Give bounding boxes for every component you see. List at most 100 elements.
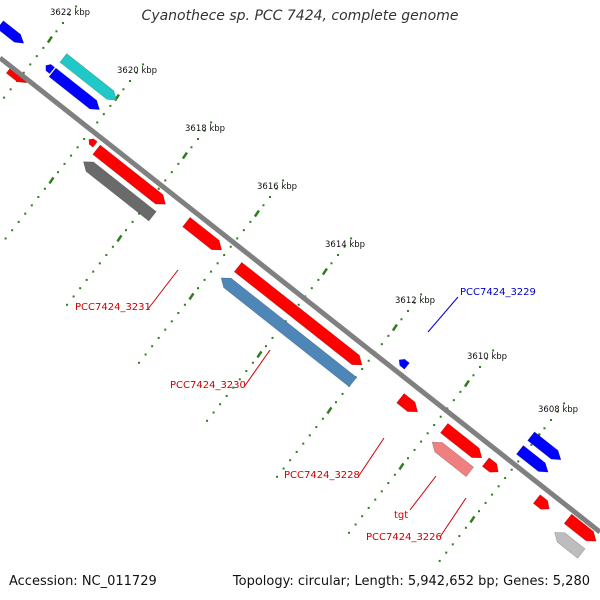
gene-label: PCC7424_3229 [460, 287, 536, 298]
gene-label: tgt [394, 510, 408, 521]
tick-dot [232, 386, 235, 389]
tick-dot [317, 278, 320, 281]
tick-dot [517, 460, 520, 463]
tick-dot [138, 212, 141, 215]
tick-dot [109, 104, 112, 107]
tick-dot [530, 443, 533, 446]
tick-dot [35, 55, 38, 58]
tick-mark [188, 292, 195, 301]
tick-dot [458, 535, 461, 538]
gene-label-leader [427, 296, 459, 333]
tick-dot [238, 378, 241, 381]
tick-dot [367, 506, 370, 509]
gene-feature [59, 53, 118, 101]
tick-dot [75, 5, 78, 8]
tick-dot [24, 212, 27, 215]
gene-label-leader [409, 475, 437, 511]
tick-dot [387, 482, 390, 485]
tick-dot [452, 399, 455, 402]
tick-dot [485, 357, 488, 360]
tick-dot [245, 370, 248, 373]
gene-label-leader [147, 269, 179, 310]
tick-dot [426, 432, 429, 435]
tick-dot [289, 459, 292, 462]
gene-feature [554, 532, 586, 559]
tick-dot [341, 392, 344, 395]
tick-dot [225, 394, 228, 397]
tick-dot [190, 146, 193, 149]
tick-dot [497, 485, 500, 488]
tick-dot [83, 138, 86, 141]
gene-feature [563, 513, 597, 542]
tick-dot [269, 196, 271, 198]
tick-dot [563, 402, 566, 405]
tick-dot [400, 318, 403, 321]
tick-dot [380, 343, 383, 346]
tick-dot [249, 220, 252, 223]
tick-dot [206, 419, 209, 422]
tick-dot [170, 171, 173, 174]
tick-dot [334, 401, 337, 404]
tick-dot [177, 312, 180, 315]
tick-dot [275, 187, 278, 190]
gene-feature [0, 20, 25, 44]
tick-label: 3614 kbp [325, 240, 365, 250]
tick-dot [111, 245, 114, 248]
topology-summary: Topology: circular; Length: 5,942,652 bp… [232, 574, 590, 589]
tick-dot [210, 121, 213, 124]
gene-feature [45, 64, 56, 75]
tick-dot [210, 270, 213, 273]
tick-mark [116, 234, 123, 243]
tick-dot [438, 559, 441, 562]
gene-label: PCC7424_3228 [284, 470, 360, 481]
tick-dot [492, 349, 495, 352]
map-title: Cyanothece sp. PCC 7424, complete genome [141, 8, 459, 24]
tick-dot [251, 361, 254, 364]
tick-dot [477, 510, 480, 513]
tick-dot [212, 411, 215, 414]
tick-dot [433, 424, 436, 427]
tick-dot [264, 345, 267, 348]
gene-features [0, 20, 597, 559]
gene-feature [431, 441, 474, 478]
tick-mark [469, 515, 476, 524]
tick-dot [68, 13, 71, 16]
tick-dot [330, 262, 333, 265]
tick-dot [56, 171, 59, 174]
tick-dot [361, 368, 364, 371]
tick-dot [510, 468, 513, 471]
gene-label-leader [357, 437, 385, 478]
tick-dot [144, 353, 147, 356]
tick-dot [79, 287, 82, 290]
tick-dot [62, 22, 64, 24]
tick-dot [262, 204, 265, 207]
tick-mark [398, 462, 405, 471]
tick-dot [129, 80, 131, 82]
tick-dot [367, 359, 370, 362]
gene-feature [516, 445, 549, 473]
tick-dot [164, 179, 167, 182]
tick-dot [550, 419, 552, 421]
gene-feature [182, 216, 223, 251]
tick-dot [4, 237, 7, 240]
tick-dot [484, 501, 487, 504]
gene-feature [233, 261, 363, 366]
tick-dot [183, 303, 186, 306]
tick-dot [223, 254, 226, 257]
tick-dot [229, 245, 232, 248]
tick-mark [48, 176, 55, 185]
tick-dot [315, 426, 318, 429]
tick-dot [282, 179, 285, 182]
tick-label: 3622 kbp [50, 8, 90, 18]
tick-dot [98, 262, 101, 265]
tick-dot [504, 477, 507, 480]
tick-dot [282, 467, 285, 470]
gene-feature [92, 144, 166, 205]
tick-dot [124, 229, 127, 232]
tick-mark [256, 350, 263, 359]
tick-dot [17, 220, 20, 223]
tick-dot [295, 450, 298, 453]
tick-dot [491, 493, 494, 496]
